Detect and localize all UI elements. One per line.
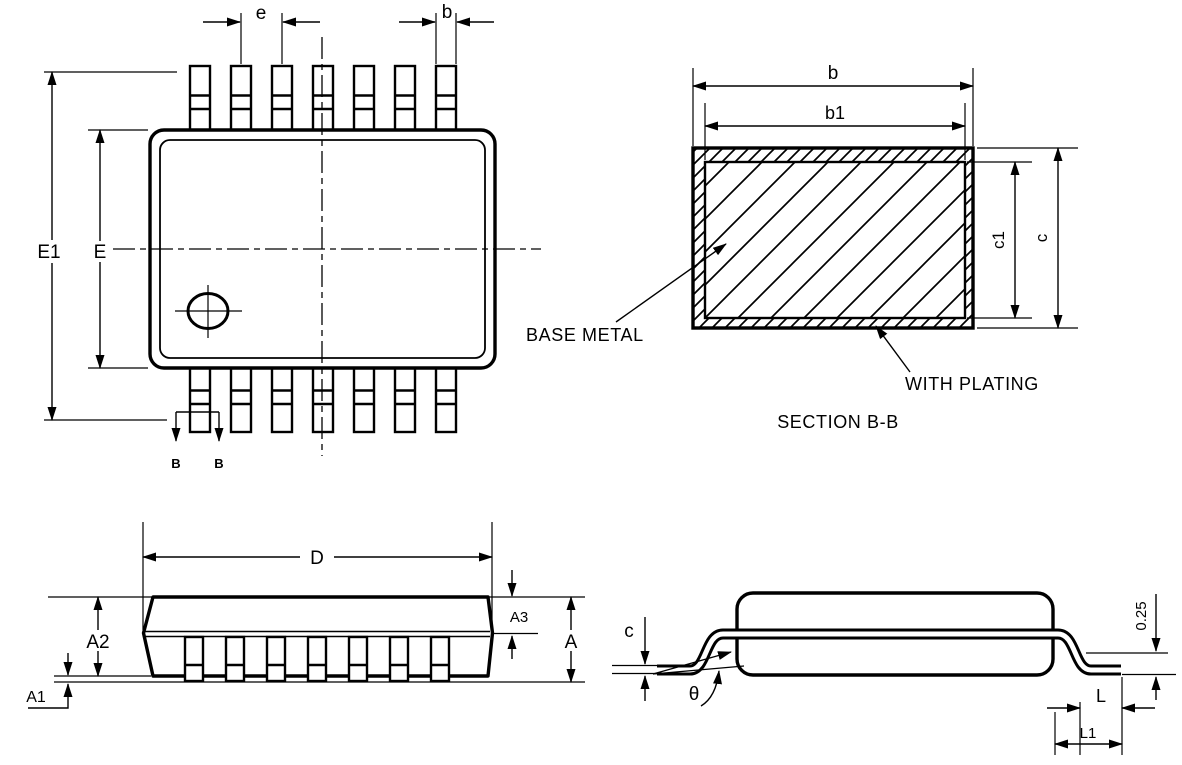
dim-A1: A1 (26, 653, 73, 709)
front-view: D A2 A A3 A1 (26, 522, 585, 709)
dim-label-L: L (1096, 686, 1106, 706)
dim-A: A (558, 596, 584, 683)
dim-c-section: c (977, 147, 1078, 329)
dim-label-c1: c1 (989, 231, 1008, 249)
dim-e: e (203, 3, 320, 64)
dim-label-gauge: 0.25 (1133, 601, 1150, 630)
dim-label-e: e (256, 3, 267, 24)
top-pins (188, 64, 458, 133)
dim-E: E (87, 129, 148, 369)
dim-label-E: E (94, 242, 107, 263)
dim-gauge: 0.25 (1133, 594, 1161, 700)
section-caption: SECTION B-B (777, 412, 899, 432)
profile-view: 0.25 c θ L L1 (612, 591, 1176, 755)
section-mark-b-left: B (171, 456, 180, 471)
dim-label-A3: A3 (510, 609, 528, 626)
section-bb-view: b b1 c1 c BASE METAL WI (526, 63, 1078, 432)
top-view: E1 E e b B (34, 2, 541, 471)
dim-b-pin: b (399, 2, 494, 64)
dim-label-L1: L1 (1080, 725, 1097, 742)
dim-label-E1: E1 (37, 242, 60, 263)
dim-b-section: b (692, 63, 974, 146)
dim-label-D: D (310, 548, 324, 569)
annotation-with-plating: WITH PLATING (875, 325, 1039, 394)
section-cut-marks: B B (171, 411, 224, 471)
dim-c1: c1 (967, 161, 1032, 319)
annotation-base-metal: BASE METAL (526, 243, 727, 345)
front-leads (183, 635, 451, 683)
with-plating-label: WITH PLATING (905, 374, 1039, 394)
dim-c-profile: c (612, 617, 657, 701)
dim-b1: b1 (704, 103, 966, 160)
dim-theta: θ (652, 651, 745, 707)
gull-wing-lead (657, 628, 1121, 676)
dim-label-c-profile: c (624, 621, 634, 642)
section-mark-b-right: B (214, 456, 223, 471)
dim-label-b-pin: b (442, 2, 453, 23)
dim-label-A1: A1 (26, 689, 46, 706)
dim-label-b1: b1 (825, 103, 845, 123)
base-metal-label: BASE METAL (526, 325, 644, 345)
dim-L1: L1 (1054, 712, 1123, 755)
bottom-pins (188, 364, 458, 434)
pin1-indicator (175, 285, 242, 338)
dim-A2: A2 (82, 596, 114, 677)
dim-A3: A3 (507, 570, 528, 659)
dim-label-A: A (565, 632, 578, 653)
dim-D: D (142, 522, 493, 630)
dim-label-A2: A2 (86, 632, 109, 653)
dim-E1: E1 (34, 71, 177, 421)
dim-label-c-section: c (1032, 233, 1051, 242)
dim-label-theta: θ (689, 684, 700, 705)
dim-label-b-section: b (828, 63, 839, 84)
